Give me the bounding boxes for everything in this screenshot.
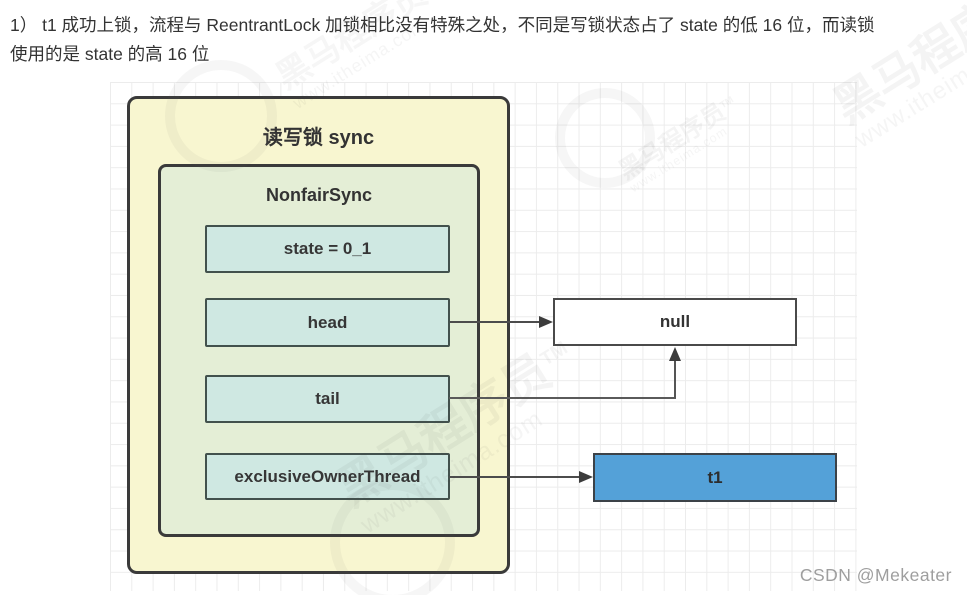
t1-thread-node: t1 [593, 453, 837, 502]
readwrite-lock-sync-title: 读写锁 sync [262, 127, 375, 149]
arrow-owner-to-t1-head [579, 470, 593, 483]
field-exclusive-owner-thread: exclusiveOwnerThread [205, 453, 450, 500]
field-state: state = 0_1 [205, 225, 450, 273]
arrow-owner-to-t1-line [449, 475, 581, 478]
field-head: head [205, 298, 450, 347]
csdn-credit: CSDN @Mekeater [799, 565, 952, 585]
arrow-tail-to-null-head [668, 347, 681, 361]
paragraph-line-1: 1） t1 成功上锁，流程与 ReentrantLock 加锁相比没有特殊之处，… [10, 15, 875, 35]
arrow-tail-to-null-hline [449, 396, 676, 399]
null-node: null [553, 298, 797, 346]
arrow-head-to-null-line [450, 320, 542, 323]
paragraph-line-2: 使用的是 state 的高 16 位 [10, 44, 210, 64]
field-tail: tail [205, 375, 450, 423]
arrow-head-to-null-head [539, 315, 553, 328]
nonfairsync-title: NonfairSync [265, 185, 373, 205]
intro-paragraph: 1） t1 成功上锁，流程与 ReentrantLock 加锁相比没有特殊之处，… [10, 11, 960, 69]
arrow-tail-to-null-vline [673, 357, 677, 398]
